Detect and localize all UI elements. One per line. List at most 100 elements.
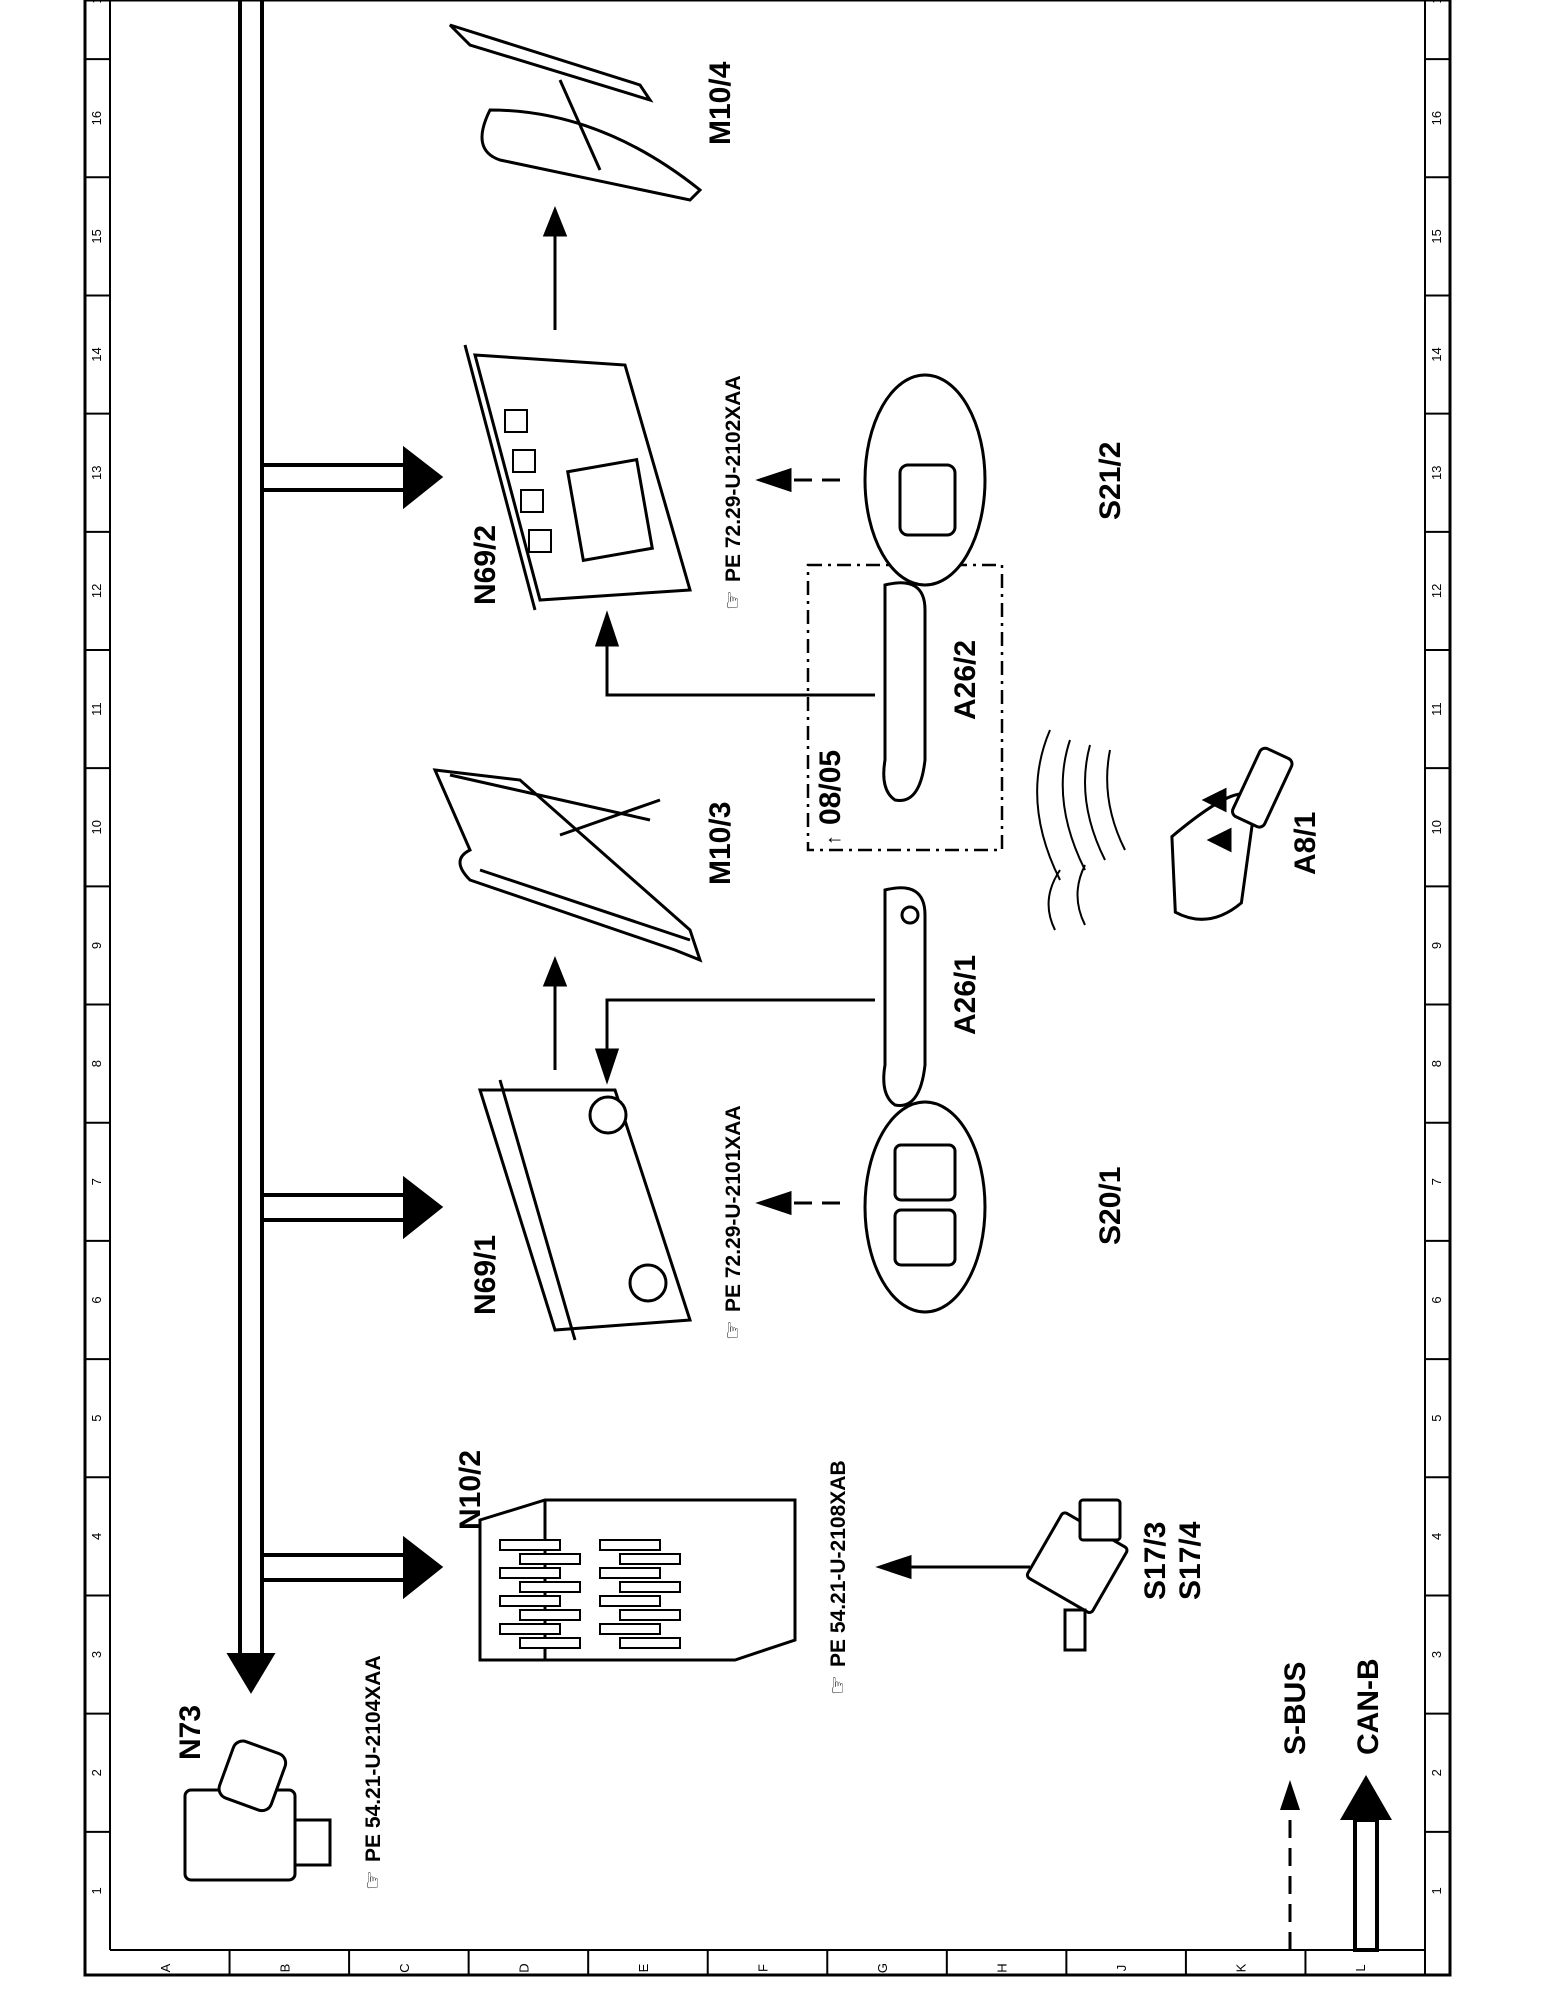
column-number-label: 13	[89, 465, 104, 479]
label-m10-4: M10/4	[704, 61, 737, 145]
signal-arrows	[542, 205, 1030, 1580]
s21-2-switch-graphic	[863, 373, 987, 587]
connector-slot	[512, 449, 536, 473]
validity-note-text: 08/05	[814, 750, 847, 825]
label-m10-3: M10/3	[704, 802, 737, 885]
n69-1-module-graphic	[477, 1079, 693, 1341]
row-letter-label: K	[1234, 1963, 1249, 1972]
m10-4-window-regulator-graphic	[448, 23, 703, 202]
label-n10-2: N10/2	[454, 1450, 487, 1530]
column-number-label: 9	[89, 942, 104, 949]
row-letter-label: L	[1353, 1964, 1368, 1971]
pointing-hand-icon: ☞	[720, 590, 745, 610]
arrow-icon: ↑	[823, 835, 845, 845]
pointing-hand-icon: ☞	[720, 1320, 745, 1340]
column-number-label: 10	[89, 820, 104, 834]
connector-slot	[619, 1553, 681, 1565]
connector-slot	[519, 1581, 581, 1593]
column-number-label: 16	[89, 111, 104, 125]
row-letter-label: B	[277, 1964, 292, 1973]
column-number-label: 2	[89, 1769, 104, 1776]
column-number-label: 7	[1429, 1178, 1444, 1185]
connector-slot	[520, 489, 544, 513]
row-letter-label: D	[516, 1963, 531, 1972]
column-number-label: 11	[89, 702, 104, 716]
n73-switch-graphic	[183, 1739, 332, 1882]
connector-slot	[519, 1609, 581, 1621]
column-number-label: 1	[1429, 1887, 1444, 1894]
column-number-label: 5	[89, 1415, 104, 1422]
connector-slot	[599, 1623, 661, 1635]
column-number-label: 3	[1429, 1651, 1444, 1658]
column-number-label: 8	[1429, 1060, 1444, 1067]
a8-1-key-graphic	[1170, 746, 1294, 921]
legend-sbus-label: S-BUS	[1279, 1662, 1312, 1755]
validity-note: ↑ 08/05	[814, 750, 847, 845]
column-number-label: 12	[89, 584, 104, 598]
connector-slot	[519, 1637, 581, 1649]
column-number-label: 10	[1429, 820, 1444, 834]
connector-slot	[528, 529, 552, 553]
label-n69-1: N69/1	[469, 1235, 502, 1315]
connector-slot	[619, 1609, 681, 1621]
ref-n69-1: ☞ PE 72.29-U-2101XAA	[720, 1105, 745, 1340]
row-letter-label: H	[995, 1963, 1010, 1972]
connector-slot	[499, 1623, 561, 1635]
label-a8-1: A8/1	[1289, 812, 1322, 875]
ref-n73: ☞ PE 54.21-U-2104XAA	[360, 1655, 385, 1890]
column-number-label: 12	[1429, 584, 1444, 598]
column-number-label: 1	[89, 1887, 104, 1894]
connector-slot	[619, 1581, 681, 1593]
column-number-label: 16	[1429, 111, 1444, 125]
row-letter-label: G	[875, 1963, 890, 1973]
label-n69-2: N69/2	[469, 525, 502, 605]
a26-1-handle-graphic	[882, 886, 927, 1107]
column-number-label: 9	[1429, 942, 1444, 949]
row-letter-label: J	[1114, 1965, 1129, 1972]
ref-n69-1-text: PE 72.29-U-2101XAA	[722, 1105, 745, 1312]
column-number-label: 8	[89, 1060, 104, 1067]
connector-slot	[499, 1595, 561, 1607]
pointing-hand-icon: ☞	[360, 1870, 385, 1890]
column-number-label: 1	[89, 0, 104, 4]
ref-n10-2-text: PE 54.21-U-2108XAB	[827, 1460, 850, 1667]
row-letter-label: C	[397, 1963, 412, 1972]
column-number-label: 15	[1429, 229, 1444, 243]
column-number-label: 4	[89, 1533, 104, 1540]
n10-2-module-graphic	[478, 1498, 797, 1662]
column-number-label: 6	[1429, 1296, 1444, 1303]
column-number-label: 15	[89, 229, 104, 243]
connector-slot	[599, 1567, 661, 1579]
radio-waves	[1036, 729, 1126, 931]
label-a26-2: A26/2	[949, 640, 982, 720]
connector-slot	[619, 1637, 681, 1649]
row-letter-label: E	[636, 1963, 651, 1972]
label-s21-2: S21/2	[1094, 442, 1127, 520]
can-b-bus	[226, 0, 444, 1694]
a26-2-handle-graphic	[882, 581, 927, 802]
column-number-label: 14	[89, 347, 104, 361]
s20-1-switch-graphic	[863, 1100, 987, 1314]
row-letter-label: A	[158, 1963, 173, 1972]
m10-3-window-regulator-graphic	[432, 768, 703, 963]
label-a26-1: A26/1	[949, 955, 982, 1035]
s17-sensor-graphic	[1025, 1498, 1129, 1652]
column-number-label: 14	[1429, 347, 1444, 361]
ref-n73-text: PE 54.21-U-2104XAA	[362, 1655, 385, 1862]
column-number-label: 5	[1429, 1415, 1444, 1422]
label-s20-1: S20/1	[1094, 1167, 1127, 1245]
column-number-label: 11	[1429, 702, 1444, 716]
label-n73: N73	[174, 1705, 207, 1760]
legend-canb-label: CAN-B	[1352, 1658, 1385, 1755]
column-number-label: 1	[1429, 0, 1444, 4]
connector-slot	[499, 1567, 561, 1579]
column-number-label: 3	[89, 1651, 104, 1658]
legend: S-BUS CAN-B	[1279, 1658, 1392, 1952]
column-number-label: 2	[1429, 1769, 1444, 1776]
connector-slot	[504, 409, 528, 433]
row-letter-label: F	[756, 1964, 771, 1972]
connector-slot	[599, 1539, 661, 1551]
